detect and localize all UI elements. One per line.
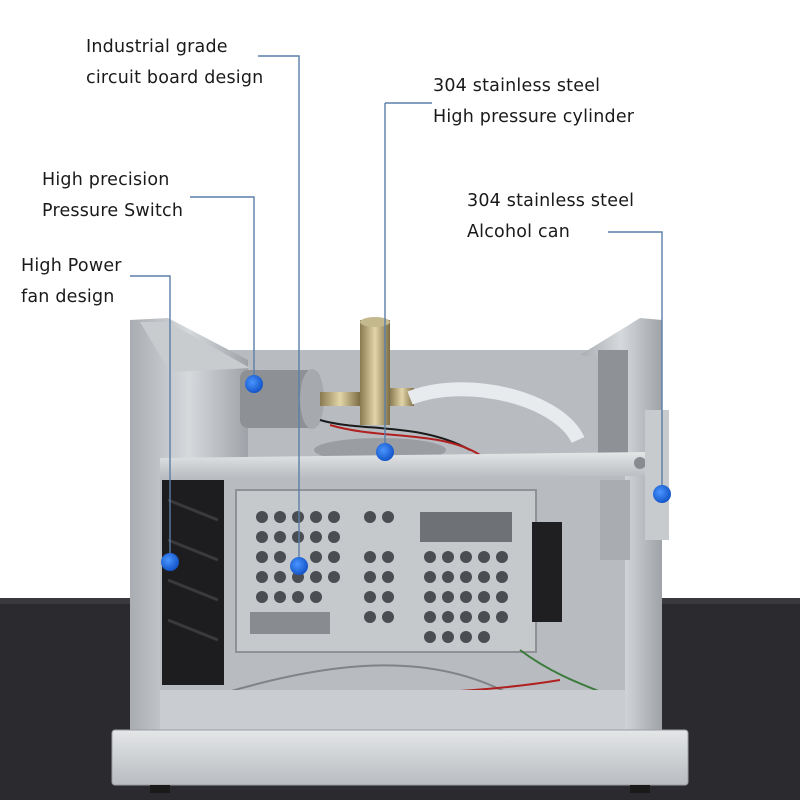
leader-fan xyxy=(130,275,171,562)
callout-pressure-switch-line2: Pressure Switch xyxy=(42,201,184,221)
callout-cylinder: 304 stainless steel High pressure cylind… xyxy=(433,71,634,133)
leader-pressure-switch xyxy=(190,196,255,384)
callout-pressure-switch: High precision Pressure Switch xyxy=(42,165,183,227)
dot-cylinder xyxy=(376,443,394,461)
callout-circuit-board: Industrial grade circuit board design xyxy=(86,32,263,94)
dot-circuit-board xyxy=(290,557,308,575)
callout-cylinder-line2: High pressure cylinder xyxy=(433,107,635,127)
callout-fan-line2: fan design xyxy=(21,287,115,307)
right-panel xyxy=(580,318,662,740)
leader-circuit-board xyxy=(258,55,300,566)
callout-dots xyxy=(161,375,671,575)
callout-fan: High Power fan design xyxy=(21,251,122,313)
left-panel xyxy=(130,318,248,735)
callout-circuit-board-line2: circuit board design xyxy=(86,68,264,88)
callout-alcohol-can: 304 stainless steel Alcohol can xyxy=(467,186,634,248)
dot-fan xyxy=(161,553,179,571)
vent-holes xyxy=(256,511,508,643)
callout-cylinder-line1: 304 stainless steel xyxy=(433,76,601,96)
alcohol-can xyxy=(645,410,669,540)
terminal-block xyxy=(532,522,562,622)
callout-fan-line1: High Power xyxy=(21,256,122,276)
dot-pressure-switch xyxy=(245,375,263,393)
leader-alcohol-can xyxy=(608,231,663,494)
callout-alcohol-can-line1: 304 stainless steel xyxy=(467,191,635,211)
callout-lines xyxy=(130,55,663,566)
dot-alcohol-can xyxy=(653,485,671,503)
callout-pressure-switch-line1: High precision xyxy=(42,170,170,190)
callout-circuit-board-line1: Industrial grade xyxy=(86,37,228,57)
callout-alcohol-can-line2: Alcohol can xyxy=(467,222,571,242)
shelf xyxy=(160,452,650,478)
front-lip xyxy=(111,729,689,786)
